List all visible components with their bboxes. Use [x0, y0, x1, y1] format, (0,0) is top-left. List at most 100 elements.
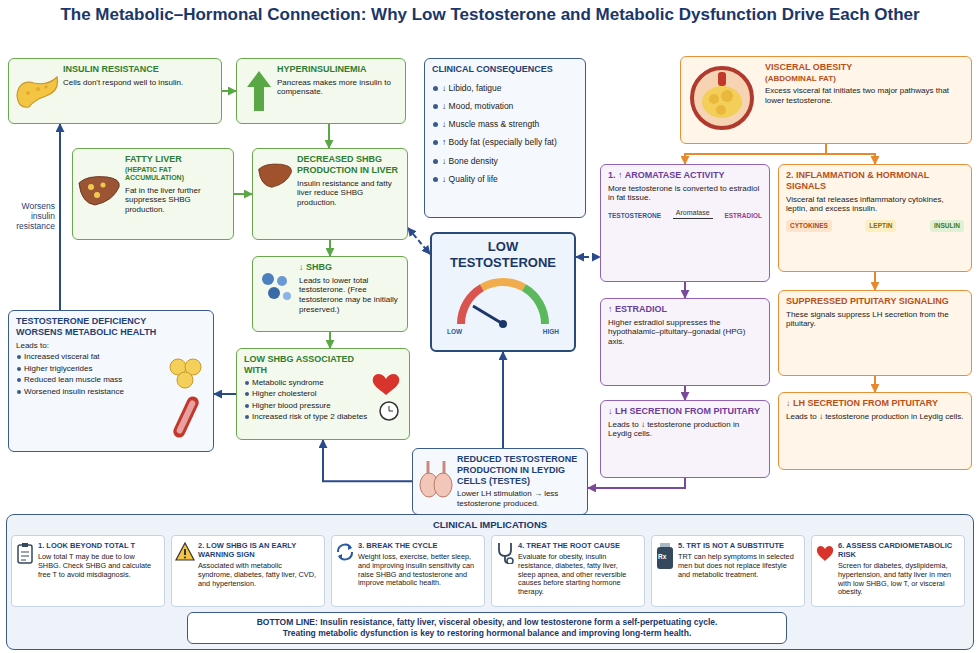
box-text: TRT can help symptoms in selected men bu…: [678, 553, 797, 579]
icon: [418, 459, 454, 501]
box-text: Worsened insulin resistance: [16, 387, 161, 397]
info-box: TESTOSTERONE DEFICIENCY WORSENS METABOLI…: [8, 310, 214, 452]
implication-box: 4. TREAT THE ROOT CAUSEEvaluate for obes…: [491, 535, 645, 607]
implications-panel: CLINICAL IMPLICATIONS1. LOOK BEYOND TOTA…: [6, 514, 974, 650]
box-heading: 1. ↑ AROMATASE ACTIVITY: [608, 170, 762, 181]
box-text: Leads to:: [16, 341, 161, 351]
box-text: Fat in the liver further suppresses SHBG…: [125, 186, 226, 215]
edge-label: Worsens insulin resistance: [5, 202, 55, 231]
box-text: LEPTIN: [865, 220, 896, 232]
box-heading: 5. TRT IS NOT A SUBSTITUTE: [678, 541, 797, 550]
decoration: [499, 543, 511, 556]
process-box: FATTY LIVER(HEPATIC FAT ACCUMULATION)Fat…: [72, 148, 234, 240]
decoration: [373, 374, 400, 395]
implication-box: 3. BREAK THE CYCLEWeight loss, exercise,…: [331, 535, 485, 607]
connector-arrow: [408, 228, 430, 254]
box-heading: ↓ LH SECRETION FROM PITUITARY: [608, 406, 762, 417]
decoration: [461, 288, 482, 324]
box-text: Higher blood pressure: [244, 401, 369, 411]
box-text: Leads to lower total testosterone. (Free…: [299, 276, 400, 314]
connector-arrow: [576, 256, 600, 258]
connector-arrow: [874, 272, 876, 290]
box-heading: 6. ASSESS CARDIOMETABOLIC RISK: [838, 541, 957, 559]
decoration: [18, 545, 32, 563]
box-text: Leads to ↓ testosterone production in Le…: [786, 412, 964, 422]
decoration: [434, 473, 452, 497]
icon: [77, 173, 121, 207]
process-box: 2. INFLAMMATION & HORMONAL SIGNALSViscer…: [778, 164, 972, 272]
box-text: INSULIN: [930, 220, 964, 232]
box-text: Higher estradiol suppresses the hypothal…: [608, 318, 762, 347]
implication-box: 5. TRT IS NOT A SUBSTITUTE TRT can help s…: [651, 535, 805, 607]
box-text: Higher triglycerides: [16, 364, 161, 374]
box-heading: INSULIN RESISTANCE: [63, 64, 214, 75]
box-heading: VISCERAL OBESITY: [765, 62, 964, 73]
box-text: HIGH: [543, 328, 559, 336]
decoration: [268, 287, 280, 299]
implication-box: 6. ASSESS CARDIOMETABOLIC RISK Screen for…: [811, 535, 965, 607]
box-text: Leads to ↓ testosterone production in Le…: [608, 420, 762, 439]
decoration: [94, 192, 100, 198]
box-text: Increased risk of type 2 diabetes: [244, 412, 369, 422]
decoration: [716, 105, 726, 115]
connector-arrow: [323, 440, 412, 481]
decoration: [692, 68, 752, 128]
decoration: [171, 395, 200, 440]
icon: [689, 65, 755, 131]
icon: [14, 71, 60, 111]
process-box: REDUCED TESTOSTERONE PRODUCTION IN LEYDI…: [412, 448, 588, 515]
icon: [258, 269, 294, 305]
box-text: Cells don't respond well to insulin.: [63, 78, 214, 88]
box-text: Screen for diabetes, dyslipidemia, hyper…: [838, 562, 957, 597]
decoration: [17, 77, 58, 107]
decoration: [718, 72, 726, 86]
box-text: TESTOSTERONE: [608, 212, 661, 220]
decoration: [36, 87, 40, 91]
connector-arrow: [685, 144, 826, 164]
decoration: [184, 556, 186, 558]
box-heading: FATTY LIVER: [125, 154, 226, 165]
connector-arrow: [234, 193, 252, 195]
box-text: ↑ Body fat (especially belly fat): [432, 137, 578, 147]
info-box: LOW SHBG ASSOCIATED WITH Metabolic syndro…: [236, 348, 410, 440]
box-text: Weight loss, exercise, better sleep, and…: [358, 553, 477, 588]
decoration: [660, 543, 670, 547]
box-text: Metabolic syndrome: [244, 378, 369, 388]
box-text: ↓ Mood, motivation: [432, 101, 578, 111]
connector-arrow: [684, 386, 686, 400]
box-heading: HYPERINSULINEMIA: [277, 64, 398, 75]
decoration: [817, 546, 833, 561]
decoration: [101, 183, 106, 188]
decoration: [348, 545, 352, 550]
box-text: Associated with metabolic syndrome, diab…: [198, 562, 317, 588]
decoration: [473, 306, 503, 324]
decoration: [339, 552, 352, 559]
decoration: [709, 94, 719, 104]
icon-label: Rx: [658, 553, 666, 560]
box-text: Low total T may be due to low SHBG. Chec…: [38, 553, 157, 579]
box-heading: SUPPRESSED PITUITARY SIGNALING: [786, 296, 964, 307]
decoration: [262, 273, 274, 285]
decoration: [259, 164, 292, 187]
central-gauge-box: LOW TESTOSTERONELOWHIGH: [430, 232, 576, 352]
box-text: ↓ Bone density: [432, 156, 578, 166]
decoration: [499, 320, 507, 328]
decoration: [177, 372, 193, 388]
decoration: [176, 543, 194, 560]
box-heading: BOTTOM LINE: Insulin resistance, fatty l…: [195, 617, 779, 627]
process-box: DECREASED SHBG PRODUCTION IN LIVERInsuli…: [252, 148, 408, 240]
diagram-title: The Metabolic–Hormonal Connection: Why L…: [20, 4, 960, 25]
box-text: Pancreas makes more insulin to compensat…: [277, 78, 398, 97]
decoration: [176, 399, 197, 434]
process-box: SUPPRESSED PITUITARY SIGNALINGThese sign…: [778, 290, 972, 376]
decoration: [22, 543, 28, 547]
icon: [815, 544, 835, 562]
label-row: CYTOKINES LEPTIN INSULIN: [786, 220, 964, 232]
decoration: [79, 177, 119, 205]
connector-arrow: [826, 144, 875, 164]
box-text: CYTOKINES: [786, 220, 832, 232]
box-heading: 4. TREAT THE ROOT CAUSE: [518, 541, 637, 550]
box-heading: LOW SHBG ASSOCIATED WITH: [244, 354, 369, 376]
connector-arrow: [328, 124, 330, 148]
process-box: ↓ SHBGLeads to lower total testosterone.…: [252, 256, 408, 332]
